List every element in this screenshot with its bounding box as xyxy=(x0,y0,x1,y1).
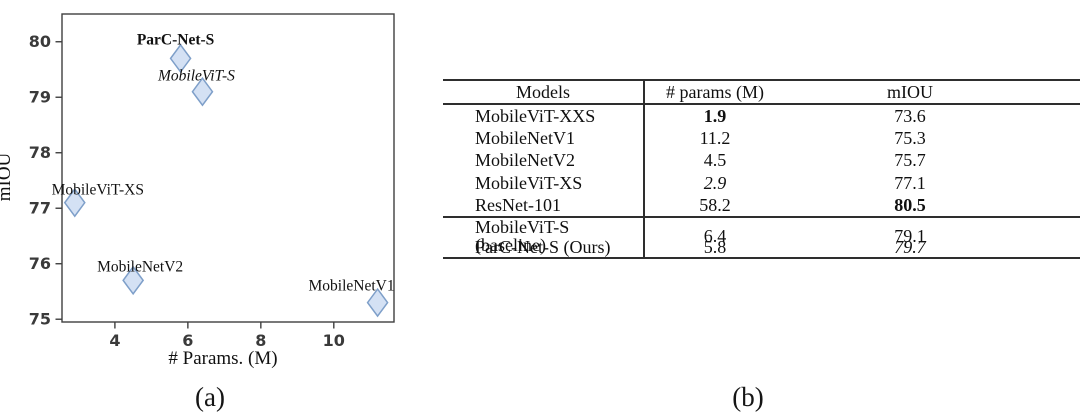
scatter-plot: 75 76 77 78 79 80 4 6 8 10 mIOU # Params. (M) ParC-N… xyxy=(0,13,395,369)
y-tick-label: 75 xyxy=(29,310,51,329)
column-header-miou: mIOU xyxy=(887,82,933,102)
point-label-MobileViT-S: MobileViT-S xyxy=(157,68,235,85)
miou-value-cell: 79.1 xyxy=(894,225,926,246)
point-label-MobileViT-XS: MobileViT-XS xyxy=(52,182,144,199)
model-name-cell: ParC-Net-S (Ours) xyxy=(443,237,645,257)
point-label-MobileNetV1: MobileNetV1 xyxy=(309,278,395,295)
y-tick-label: 79 xyxy=(29,88,51,107)
miou-value-cell: 80.5 xyxy=(894,194,926,215)
x-tick-label: 10 xyxy=(323,331,345,350)
point-label-MobileNetV2: MobileNetV2 xyxy=(97,258,183,275)
model-name-cell: MobileNetV2 xyxy=(443,149,645,172)
table-row: MobileNetV2 4.5 75.7 xyxy=(443,149,1080,172)
params-value-cell: 6.4 xyxy=(703,225,727,246)
results-table: Models # params (M) mIOU MobileViT-XXS 1.… xyxy=(443,79,1080,259)
x-tick-label: 6 xyxy=(182,331,193,350)
scatter-point-ParC-Net-S xyxy=(169,43,192,74)
y-tick-label: 78 xyxy=(29,143,51,162)
filler-cell xyxy=(1035,194,1080,216)
table-row: MobileViT-XXS 1.9 73.6 xyxy=(443,105,1080,128)
table-row: MobileViT-XS 2.9 77.1 xyxy=(443,171,1080,194)
scatter-point-MobileNetV2 xyxy=(122,265,145,296)
model-name-cell: ResNet-101 xyxy=(443,193,645,216)
filler-cell xyxy=(1035,237,1080,257)
model-name-cell: MobileViT-S (baseline) xyxy=(443,217,645,254)
scatter-point-MobileNetV1 xyxy=(366,287,389,318)
miou-value-cell: 73.6 xyxy=(894,106,926,127)
x-tick-label: 8 xyxy=(255,331,266,350)
miou-value-cell: 79.7 xyxy=(894,237,926,258)
filler-cell xyxy=(1035,172,1080,194)
y-tick-label: 77 xyxy=(29,199,51,218)
table-row: MobileViT-S (baseline) 6.4 79.1 xyxy=(443,217,1080,254)
x-tick-label: 4 xyxy=(109,331,120,350)
caption-a: (a) xyxy=(195,382,225,412)
table-row: ResNet-101 58.2 80.5 xyxy=(443,193,1080,216)
miou-value-cell: 77.1 xyxy=(894,172,926,193)
column-header-params: # params (M) xyxy=(666,82,764,102)
table-header-row: Models # params (M) mIOU xyxy=(443,81,1080,105)
table-row: ParC-Net-S (Ours) 5.8 79.7 xyxy=(443,237,1080,257)
params-value-cell: 4.5 xyxy=(703,150,727,171)
scatter-point-MobileViT-S xyxy=(191,76,214,107)
params-value-cell: 1.9 xyxy=(703,106,727,127)
model-name-cell: MobileNetV1 xyxy=(443,127,645,150)
x-axis-label: # Params. (M) xyxy=(168,348,277,369)
plot-frame xyxy=(61,13,395,323)
params-value-cell: 5.8 xyxy=(703,237,727,258)
miou-value-cell: 75.3 xyxy=(894,128,926,149)
y-axis-label: mIOU xyxy=(0,152,15,201)
filler-cell xyxy=(1035,149,1080,171)
point-label-ParC-Net-S: ParC-Net-S xyxy=(137,31,214,48)
model-name-cell: MobileViT-XS xyxy=(443,171,645,194)
caption-b: (b) xyxy=(732,382,764,412)
y-tick-label: 76 xyxy=(29,254,51,273)
filler-cell xyxy=(1035,105,1080,127)
params-value-cell: 58.2 xyxy=(699,194,731,215)
params-value-cell: 2.9 xyxy=(703,172,727,193)
y-tick-label: 80 xyxy=(29,32,51,51)
miou-value-cell: 75.7 xyxy=(894,150,926,171)
column-header-models: Models xyxy=(443,81,645,103)
table-row: MobileNetV1 11.2 75.3 xyxy=(443,127,1080,150)
filler-cell xyxy=(1035,127,1080,149)
scatter-point-MobileViT-XS xyxy=(63,187,86,218)
header-filler-cell xyxy=(1035,81,1080,103)
model-name-cell: MobileViT-XXS xyxy=(443,105,645,128)
params-value-cell: 11.2 xyxy=(699,128,731,149)
